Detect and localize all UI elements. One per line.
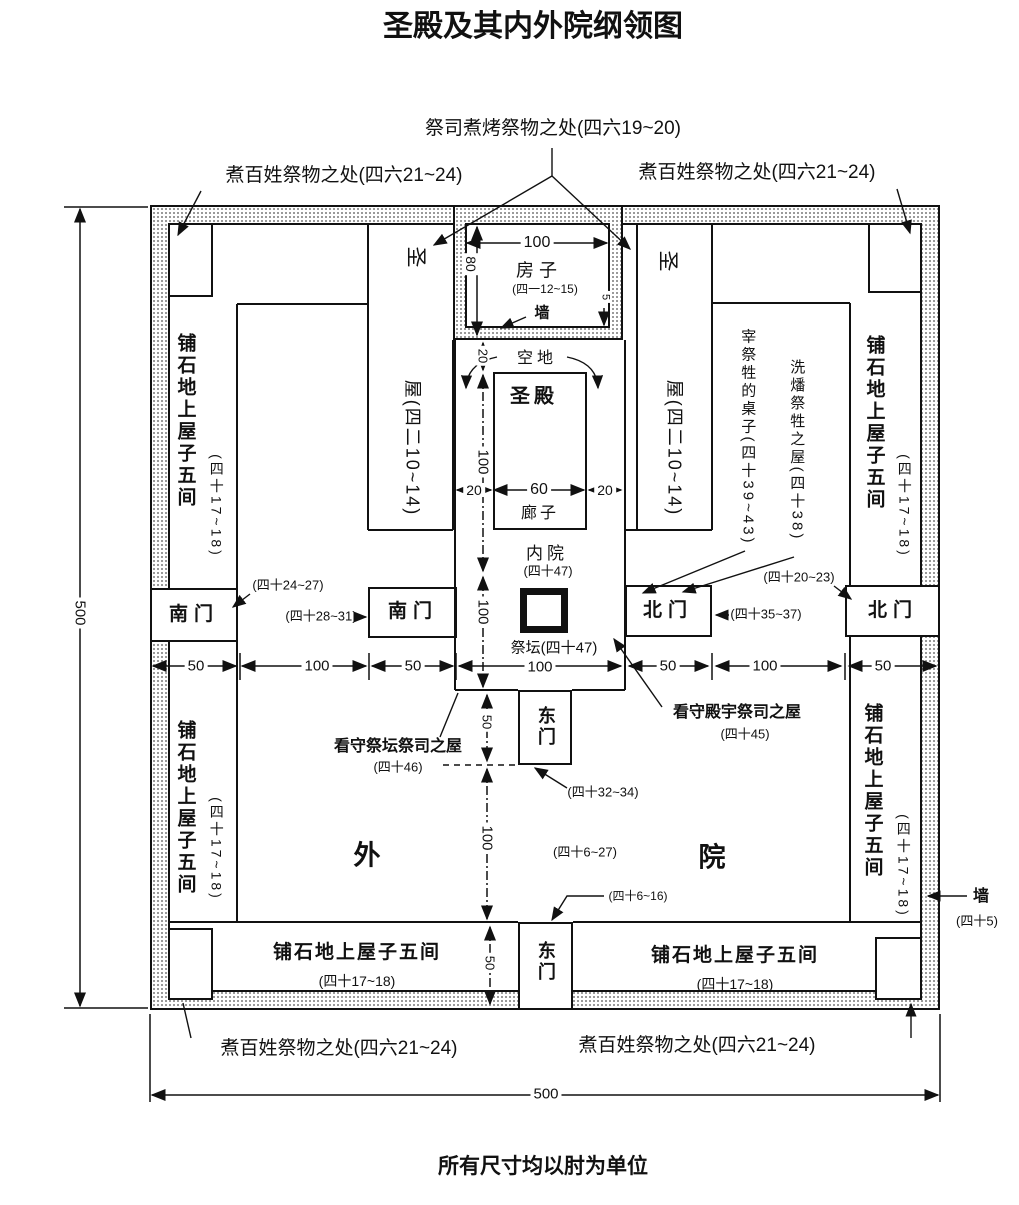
label-pavement-bottom-right: 铺石地上屋子五间 [861, 703, 883, 879]
ref-north-gate-outer: (四十20~23) [763, 569, 835, 585]
label-temple-keeper: 看守殿宇祭司之屋 [672, 703, 802, 721]
label-outer-court-ref: (四十6~27) [553, 844, 617, 860]
label-people-cooking-bottom-left: 煮百姓祭物之处(四六21~24) [220, 1038, 458, 1060]
cooking-corner-top-right [868, 223, 922, 293]
dim-left-500: 500 [72, 597, 89, 629]
label-pavement-bottom-left: 铺石地上屋子五间 [174, 720, 196, 896]
north-gate-inner-box [625, 585, 712, 637]
label-chambers-left: 屋(四二10~14) [402, 379, 423, 517]
label-temple-keeper-ref: (四十45) [720, 726, 770, 742]
dim-row-100-c: 100 [749, 658, 781, 674]
page-title: 圣殿及其内外院纲领图 [383, 9, 683, 43]
label-pavement-top-right-ref: (四十17~18) [896, 454, 913, 558]
label-washing-room: 洗燔祭牲之屋(四十38) [788, 358, 806, 542]
label-pavement-top-left: 铺石地上屋子五间 [174, 333, 196, 509]
label-house: 房子 [516, 260, 562, 281]
label-pavement-bottom-strip-right-ref: (四十17~18) [696, 975, 774, 992]
cooking-corner-bottom-left [168, 928, 213, 1000]
label-south-gate-outer: 南门 [168, 604, 220, 626]
label-outer-wall-ref: (四十5) [956, 913, 998, 929]
east-gate-inner-box [518, 690, 572, 765]
label-pavement-bottom-left-ref: (四十17~18) [208, 797, 225, 901]
label-pavement-bottom-right-ref: (四十17~18) [895, 814, 912, 918]
label-outer-court-left-char: 外 [353, 840, 381, 871]
ref-east-gate-inner: (四十32~34) [567, 784, 639, 800]
dim-temple-60: 60 [527, 482, 551, 498]
ref-south-gate-inner: (四十28~31) [285, 608, 357, 624]
dim-house-80: 80 [463, 253, 479, 275]
cooking-corner-bottom-right [875, 937, 922, 1000]
dim-east-gate-50: 50 [480, 711, 495, 733]
dim-side-20-left: 20 [463, 483, 485, 497]
dim-row-50-c: 50 [656, 658, 680, 674]
label-altar-keeper: 看守祭坛祭司之屋 [333, 737, 463, 755]
label-pavement-bottom-strip-right: 铺石地上屋子五间 [650, 945, 820, 967]
label-altar-keeper-ref: (四十46) [373, 759, 423, 775]
dim-outer-court-100: 100 [479, 822, 496, 854]
label-priests-cooking: 祭司煮烤祭物之处(四六19~20) [424, 118, 682, 140]
label-inner-court-ref: (四十47) [523, 563, 573, 579]
dim-row-50-b: 50 [401, 658, 425, 674]
dim-house-wall-5: 5 [599, 290, 612, 304]
label-holy-right: 圣 [656, 250, 680, 272]
label-east-gate-outer: 东门 [535, 941, 556, 983]
label-people-cooking-top-left: 煮百姓祭物之处(四六21~24) [225, 165, 463, 187]
dim-gap-20: 20 [476, 345, 491, 367]
label-chambers-right: 屋(四二10~14) [664, 379, 685, 517]
south-gate-inner-box [368, 587, 457, 638]
east-gate-outer-box [518, 922, 573, 1010]
label-north-gate-outer: 北门 [867, 600, 919, 622]
label-pavement-top-right: 铺石地上屋子五间 [863, 335, 885, 511]
label-house-ref: (四一12~15) [512, 282, 578, 297]
dim-row-100-b: 100 [524, 659, 556, 675]
dim-row-50-d: 50 [871, 658, 895, 674]
dim-house-100: 100 [520, 235, 554, 251]
label-altar: 祭坛(四十47) [510, 639, 598, 657]
altar-square [520, 588, 568, 633]
dim-bottom-strip-50: 50 [483, 952, 498, 974]
label-porch: 廊子 [520, 504, 560, 522]
label-south-gate-inner: 南门 [387, 601, 439, 623]
label-east-gate-inner: 东门 [535, 706, 556, 748]
south-gate-outer-box [150, 588, 238, 642]
north-gate-outer-box [845, 585, 940, 637]
dim-bottom-500: 500 [530, 1086, 562, 1102]
caption-units: 所有尺寸均以肘为单位 [438, 1154, 648, 1178]
cooking-corner-top-left [168, 223, 213, 297]
label-outer-court-right-char: 院 [698, 842, 726, 873]
dim-row-50-a: 50 [184, 658, 208, 674]
label-north-gate-inner: 北门 [642, 600, 694, 622]
dim-row-100-a: 100 [301, 658, 333, 674]
label-temple: 圣殿 [510, 385, 558, 408]
label-pavement-bottom-strip-left: 铺石地上屋子五间 [272, 942, 442, 964]
dim-temple-100: 100 [475, 446, 492, 478]
dim-side-20-right: 20 [594, 483, 616, 497]
label-people-cooking-top-right: 煮百姓祭物之处(四六21~24) [638, 162, 876, 184]
label-holy-left: 圣 [404, 246, 428, 268]
ref-east-gate-outer: (四十6~16) [608, 889, 668, 904]
temple-rect [493, 372, 587, 530]
label-house-wall: 墙 [534, 304, 550, 322]
label-pavement-bottom-strip-left-ref: (四十17~18) [318, 972, 396, 989]
label-pavement-top-left-ref: (四十17~18) [208, 454, 225, 558]
label-slaughter-table: 宰祭牲的桌子(四十39~43) [739, 328, 757, 546]
label-outer-wall: 墙 [972, 887, 990, 905]
label-inner-court: 内院 [526, 544, 568, 564]
label-people-cooking-bottom-right: 煮百姓祭物之处(四六21~24) [578, 1035, 816, 1057]
ref-north-gate-inner: (四十35~37) [730, 606, 802, 622]
ref-south-gate-outer: (四十24~27) [252, 577, 324, 593]
dim-court-100: 100 [475, 596, 492, 628]
label-open-space: 空地 [516, 349, 558, 367]
